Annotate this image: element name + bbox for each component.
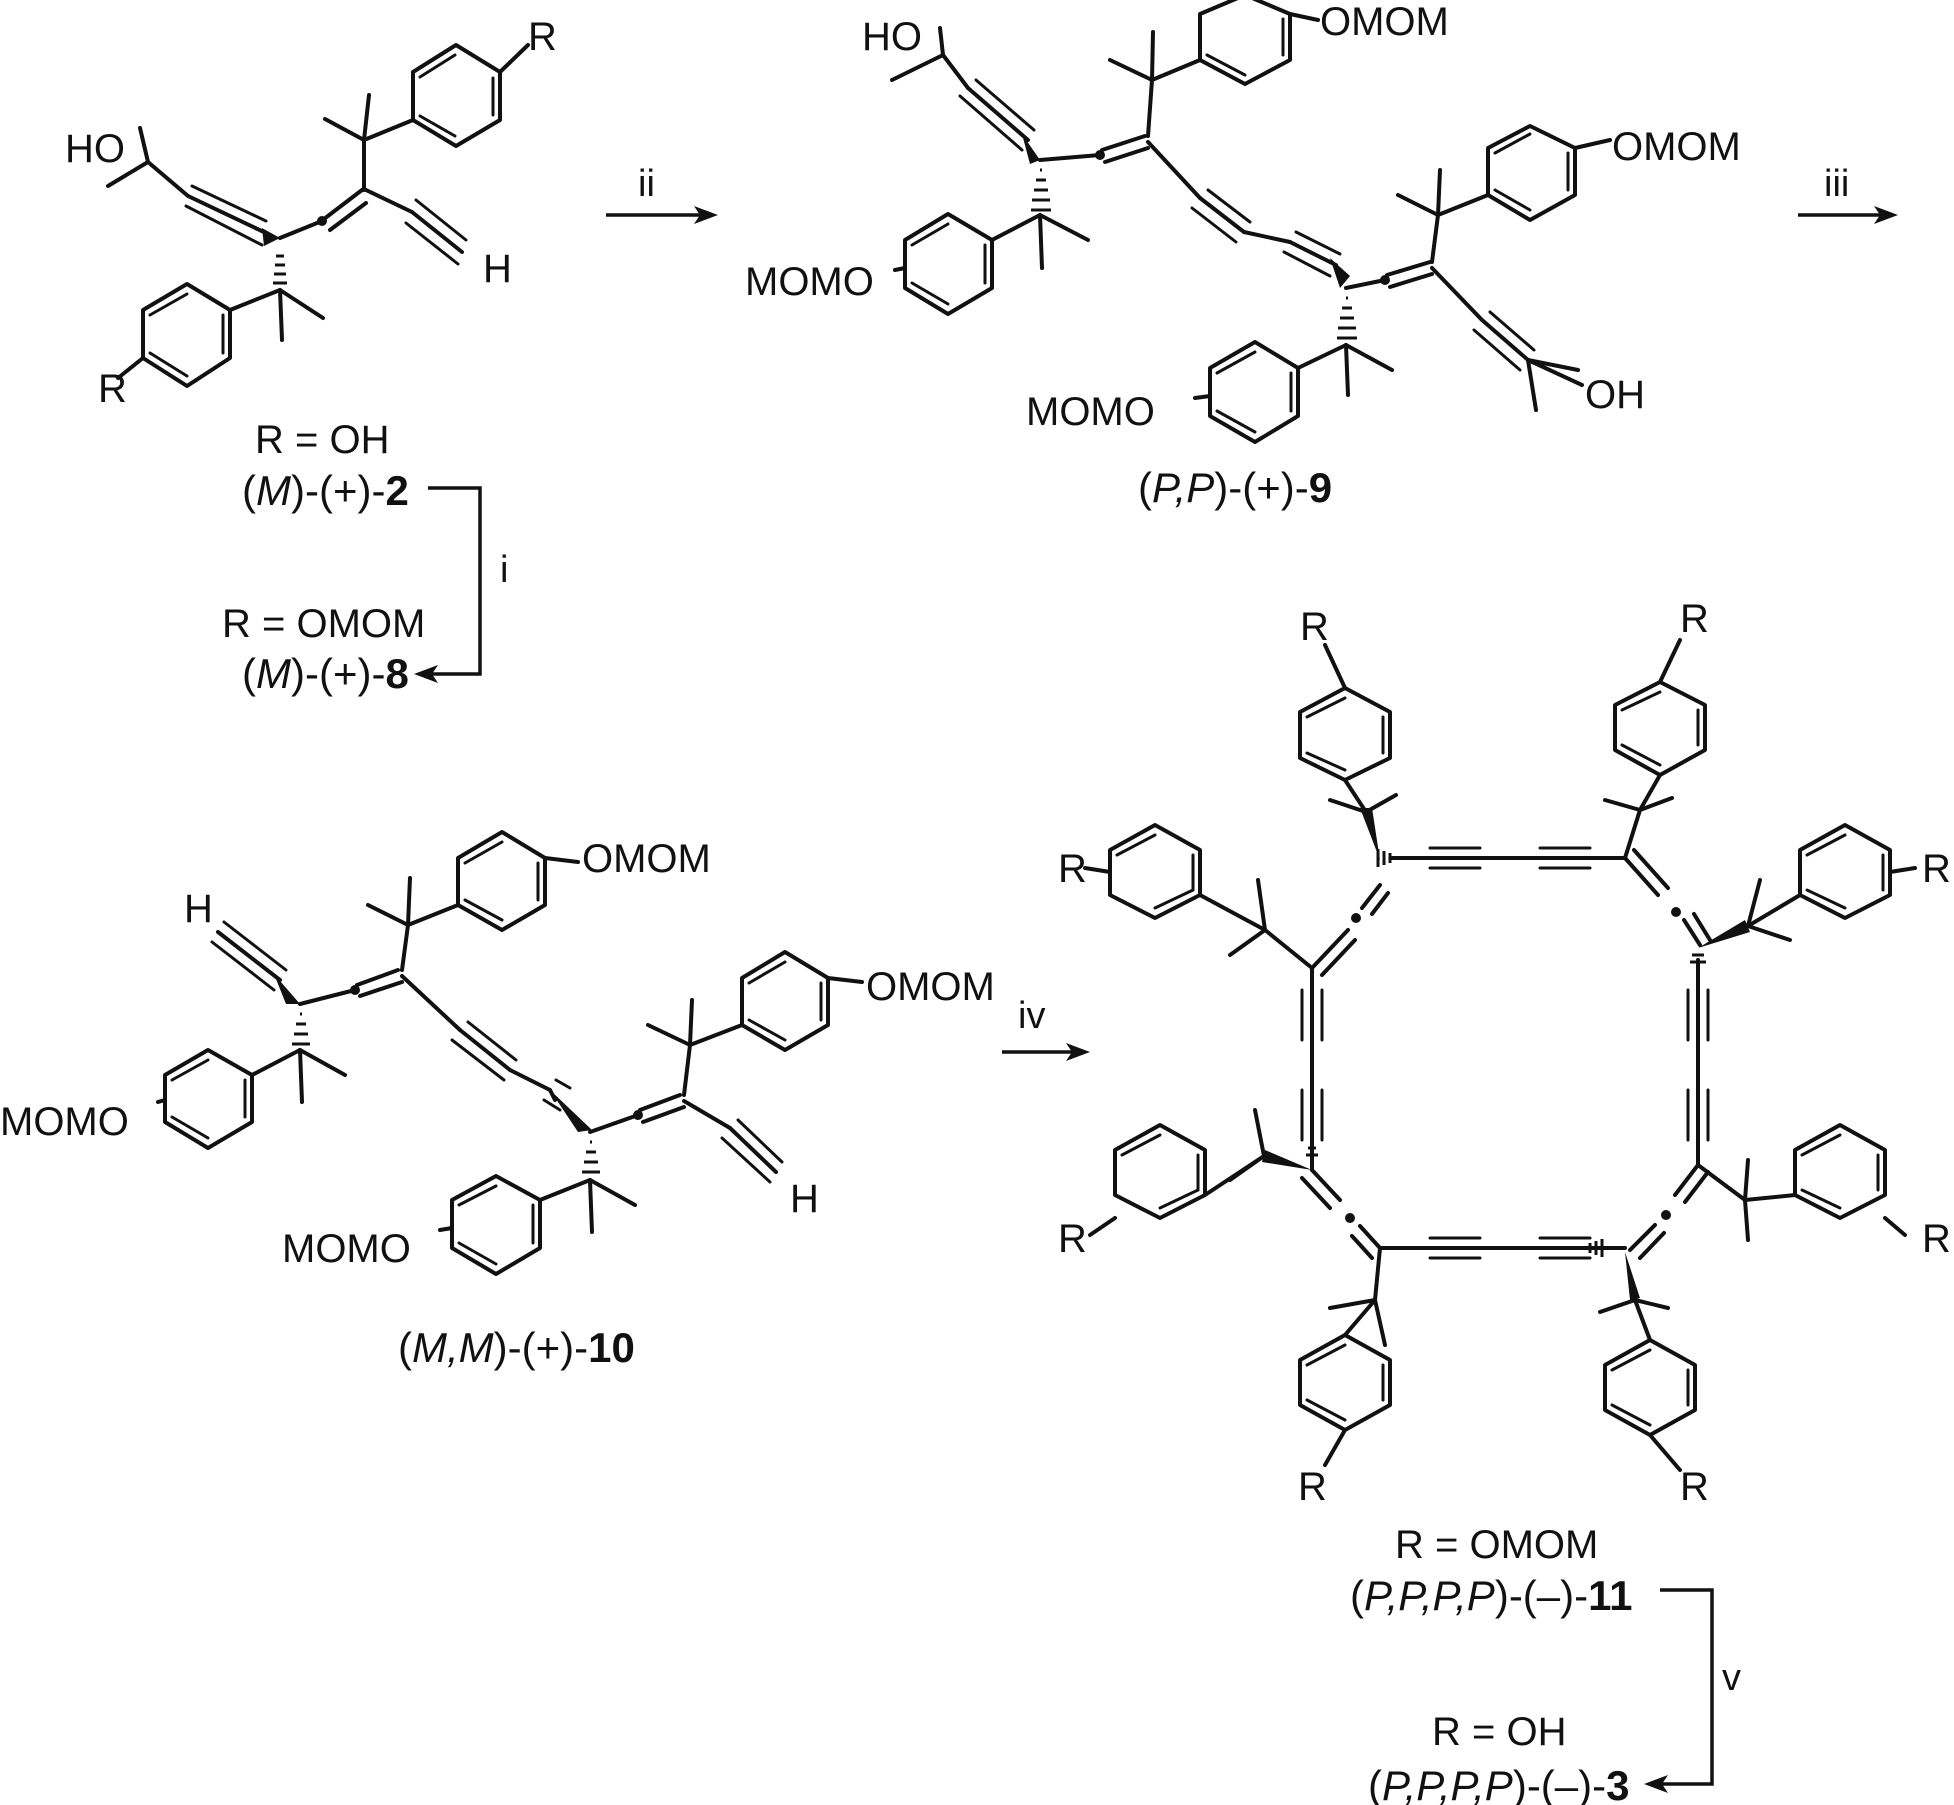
step-ii-label: ii — [638, 163, 655, 205]
hashed-wedge — [1690, 953, 1706, 964]
compound-10-name: (M,M)-(+)-10 — [398, 1324, 635, 1371]
compound-9-name: (P,P)-(+)-9 — [1138, 464, 1332, 511]
hashed-wedge — [1306, 1146, 1318, 1157]
step-v-arrow: v — [1644, 1588, 1741, 1793]
methoxymethyl-label: OMOM — [582, 837, 711, 881]
step-ii-arrow: ii — [606, 163, 718, 224]
step-iv-label: iv — [1018, 995, 1045, 1037]
step-iv-arrow: iv — [1002, 995, 1090, 1061]
methoxymethyl-label: OMOM — [1612, 125, 1741, 169]
hydroxyl-label: HO — [862, 15, 922, 59]
substituent-r-label: R — [1300, 605, 1329, 649]
substituent-r-label: R — [98, 367, 127, 411]
substituent-r-label: R — [1298, 1465, 1327, 1509]
terminal-h-label: H — [483, 247, 512, 291]
compound-11-name: (P,P,P,P)-(–)-11 — [1350, 1572, 1633, 1619]
substituent-r-label: R — [1058, 1217, 1087, 1261]
compound-10-structure: H OMOM — [0, 830, 995, 1276]
substituent-r-label: R — [1922, 1217, 1951, 1261]
substituent-r-label: R — [1680, 597, 1709, 641]
r-definition: R = OMOM — [1395, 1523, 1598, 1567]
hashed-wedge — [1337, 296, 1357, 340]
methoxymethyl-label: MOMO — [282, 1227, 411, 1271]
hydroxyl-label: OH — [1585, 373, 1645, 417]
substituent-r-label: R — [528, 15, 557, 59]
hashed-wedge — [292, 1012, 310, 1046]
r-definition: R = OH — [1432, 1710, 1566, 1754]
terminal-h-label: H — [184, 887, 213, 931]
r-definition: R = OMOM — [222, 602, 425, 646]
compound-2-structure: HO R H — [65, 15, 557, 411]
step-i-arrow: i — [414, 486, 508, 683]
methoxymethyl-label: OMOM — [866, 965, 995, 1009]
substituent-r-label: R — [1922, 847, 1951, 891]
compound-8-name: (M)-(+)-8 — [242, 650, 409, 697]
step-iii-arrow: iii — [1798, 163, 1898, 224]
hashed-wedge — [273, 254, 287, 285]
hashed-wedge — [1376, 849, 1392, 867]
hashed-wedge — [582, 1140, 600, 1174]
hydroxyl-label: HO — [65, 127, 125, 171]
hashed-wedge — [1588, 1239, 1604, 1257]
terminal-h-label: H — [790, 1177, 819, 1221]
hashed-wedge — [1031, 168, 1051, 212]
methoxymethyl-label: MOMO — [745, 260, 874, 304]
r-definition: R = OH — [255, 418, 389, 462]
substituent-r-label: R — [1058, 847, 1087, 891]
compound-3-name: (P,P,P,P)-(–)-3 — [1368, 1762, 1629, 1805]
methoxymethyl-label: OMOM — [1320, 0, 1449, 44]
step-v-label: v — [1722, 1657, 1741, 1699]
substituent-r-label: R — [1680, 1465, 1709, 1509]
methoxymethyl-label: MOMO — [1026, 390, 1155, 434]
methoxymethyl-label: MOMO — [0, 1100, 129, 1144]
compound-11-structure: R R R — [1058, 597, 1951, 1509]
compound-2-name: (M)-(+)-2 — [242, 467, 409, 514]
compound-9-structure: HO OMOM — [745, 0, 1741, 444]
step-i-label: i — [500, 549, 508, 591]
step-iii-label: iii — [1824, 163, 1849, 205]
